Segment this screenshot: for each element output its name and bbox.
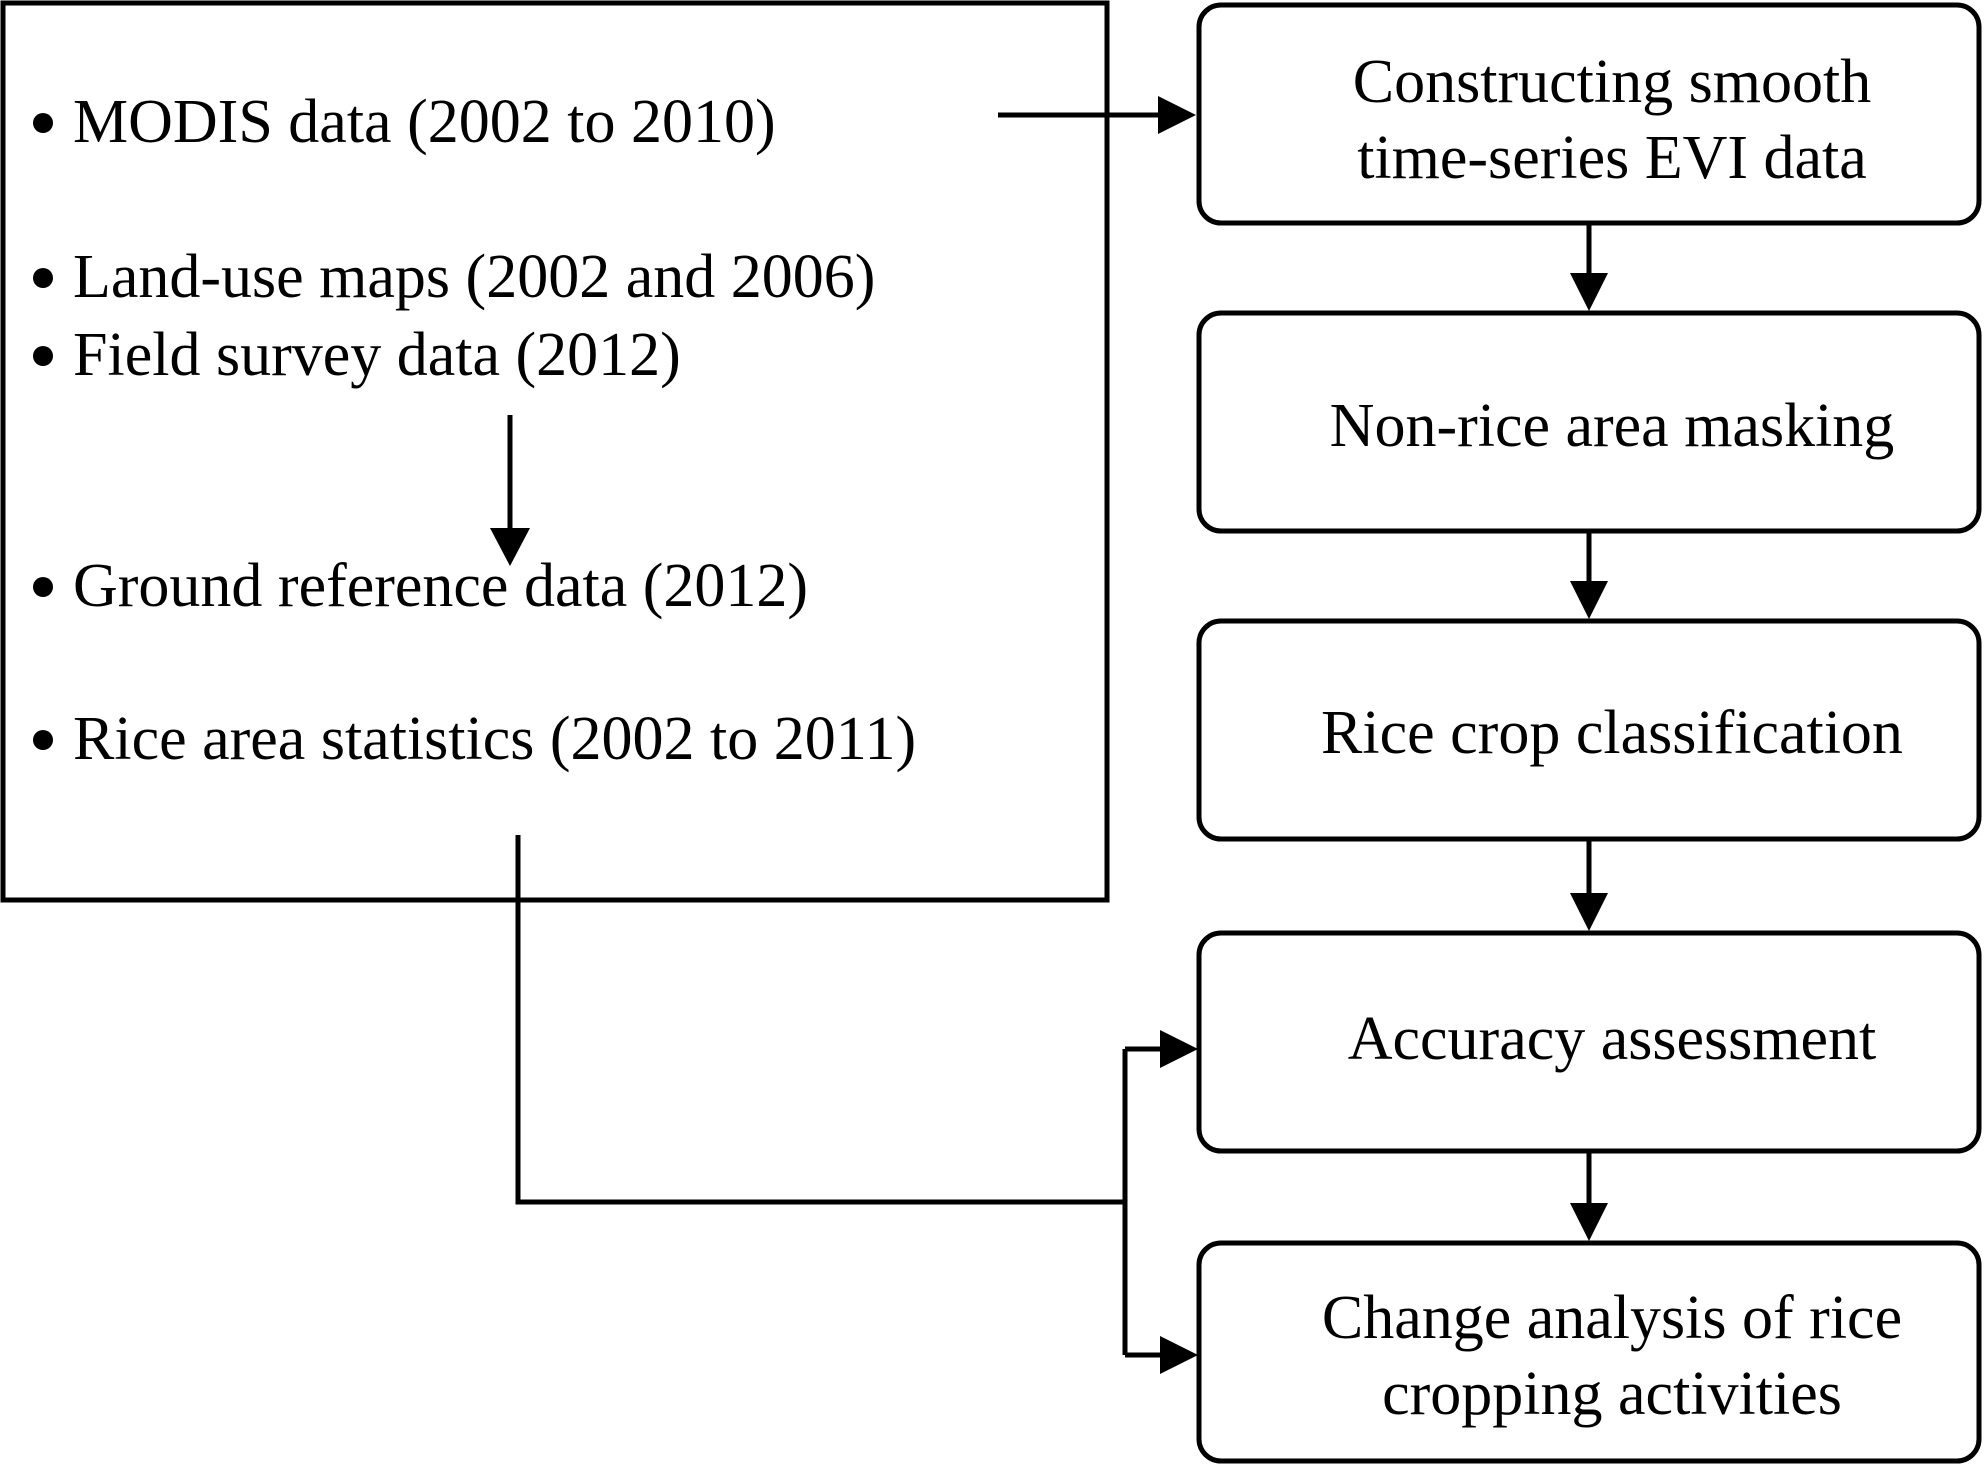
input-item-rice-statistics: Rice area statistics (2002 to 2011) [73,705,916,773]
bullet-icon [33,577,53,597]
bullet-icon [33,268,53,288]
input-data-panel [0,0,1110,903]
arrowhead-icon [1570,1203,1608,1241]
bullet-icon [33,730,53,750]
arrowhead-icon [1570,581,1608,619]
step-box-5 [1196,1240,1982,1464]
arrowhead-icon [1570,273,1608,311]
arrowhead-icon [1158,96,1196,134]
input-item-modis: MODIS data (2002 to 2010) [73,88,776,156]
step-5-line-2: cropping activities [1382,1360,1842,1428]
input-item-ground-reference: Ground reference data (2012) [73,552,808,620]
step-3-label: Rice crop classification [1321,699,1903,767]
bullet-icon [33,113,53,133]
connector-inputs-to-assessment [515,835,1125,1205]
arrowhead-icon [1570,893,1608,931]
step-1-line-2: time-series EVI data [1357,124,1867,192]
step-4-label: Accuracy assessment [1348,1005,1877,1073]
bullet-icon [33,346,53,366]
step-1-line-1: Constructing smooth [1353,48,1871,116]
arrowhead-icon [1160,1336,1198,1374]
arrowhead-icon [1160,1030,1198,1068]
input-list: MODIS data (2002 to 2010) Land-use maps … [33,88,916,773]
step-2-label: Non-rice area masking [1330,392,1895,460]
arrowhead-icon [490,528,530,566]
step-5-line-1: Change analysis of rice [1322,1284,1902,1352]
input-item-field-survey: Field survey data (2012) [73,321,681,389]
input-item-land-use: Land-use maps (2002 and 2006) [73,243,875,311]
